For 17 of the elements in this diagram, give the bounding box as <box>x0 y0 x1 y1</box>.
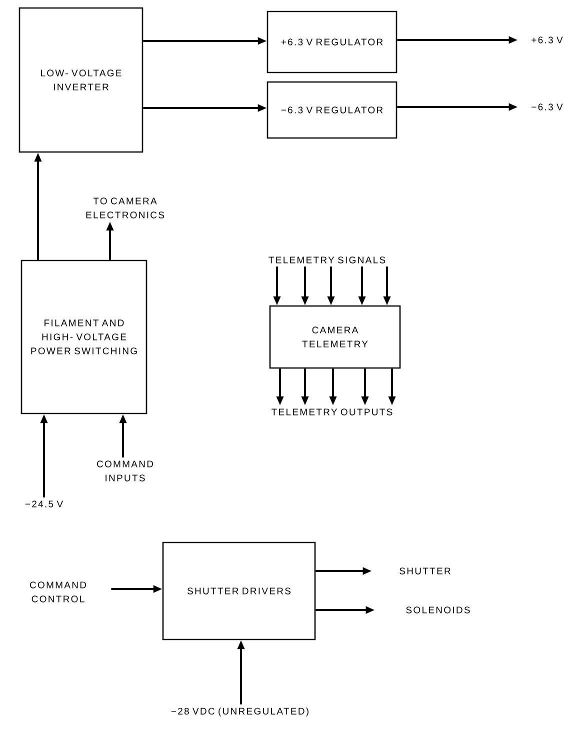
signal-label: TELEMETRY OUTPUTS <box>272 408 392 416</box>
signal-label: TO CAMERA ELECTRONICS <box>86 198 164 218</box>
block-box: CAMERA TELEMETRY <box>269 305 401 369</box>
signal-label: TELEMETRY SIGNALS <box>268 256 386 264</box>
block-box: SHUTTER DRIVERS <box>162 542 316 640</box>
signal-label: +6.3 V <box>532 36 563 44</box>
block-box: +6.3 V REGULATOR <box>266 10 398 74</box>
signal-label: COMMAND CONTROL <box>30 582 86 602</box>
block-box: −6.3 V REGULATOR <box>266 81 398 139</box>
signal-label: COMMAND INPUTS <box>97 460 154 482</box>
signal-label: −24.5 V <box>25 500 64 508</box>
signal-label: −28 VDC (UNREGULATED) <box>171 708 308 716</box>
signal-label: SOLENOIDS <box>406 606 470 614</box>
signal-label: SHUTTER <box>400 568 450 574</box>
block-box: FILAMENT AND HIGH- VOLTAGE POWER SWITCHING <box>20 260 148 414</box>
block-box: LOW- VOLTAGE INVERTER <box>18 7 144 153</box>
signal-label: −6.3 V <box>532 104 563 110</box>
